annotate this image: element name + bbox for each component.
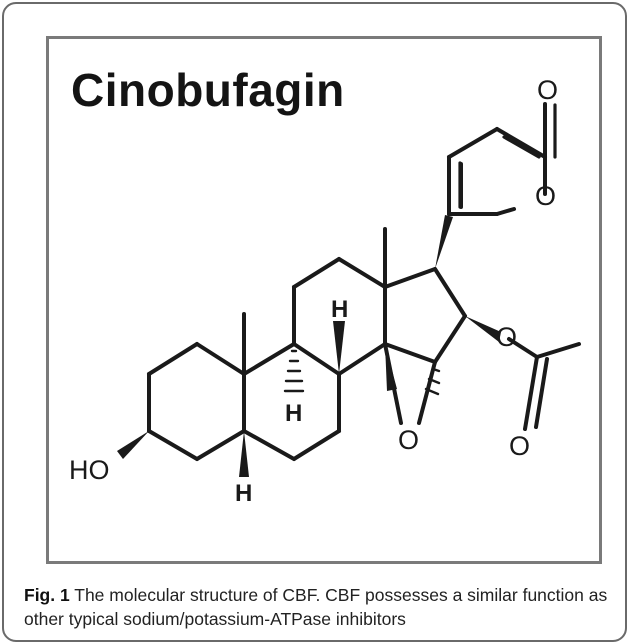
caption-label: Fig. 1 <box>24 585 70 605</box>
molecular-structure: O O O O O HO H H H <box>69 75 581 507</box>
c9-hydrogen-label: H <box>285 400 302 427</box>
figure-caption: Fig. 1 The molecular structure of CBF. C… <box>24 583 614 631</box>
ring-oxygen-label: O <box>535 181 556 211</box>
figure-frame: Cinobufagin <box>46 36 602 564</box>
c8-hydrogen-label: H <box>331 296 348 323</box>
hydroxyl-label: HO <box>69 455 110 485</box>
c5-hydrogen-label: H <box>235 480 252 507</box>
acetyl-oxygen-label: O <box>509 431 530 461</box>
ester-oxygen-label: O <box>496 322 517 352</box>
figure-title: Cinobufagin <box>71 64 345 116</box>
caption-text: The molecular structure of CBF. CBF poss… <box>24 585 608 629</box>
epoxide-oxygen-label: O <box>398 425 419 455</box>
carbonyl-oxygen-label: O <box>537 75 558 105</box>
